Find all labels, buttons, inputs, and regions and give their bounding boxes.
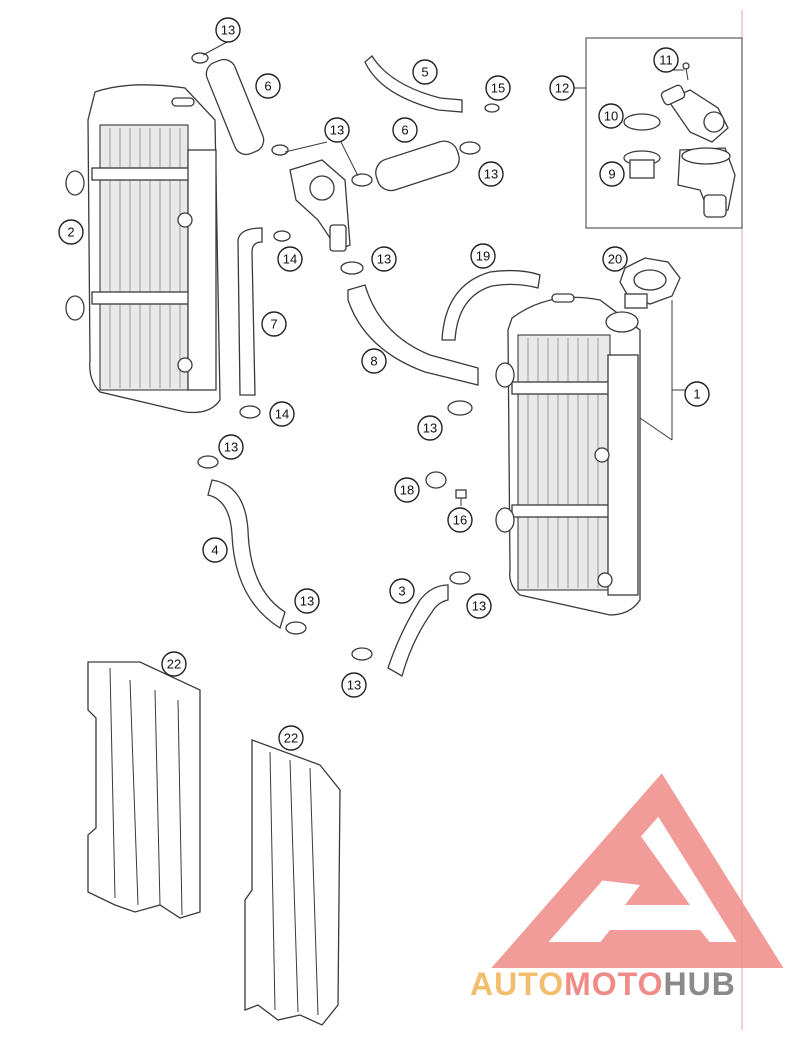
svg-text:18: 18 bbox=[400, 483, 414, 498]
hose-19 bbox=[441, 269, 541, 341]
callout-12: 12 bbox=[549, 75, 575, 101]
watermark-brand: AUTOMOTOHUB bbox=[470, 966, 736, 1003]
callout-2: 2 bbox=[58, 219, 84, 245]
callout-14-a: 14 bbox=[277, 246, 303, 272]
callout-4: 4 bbox=[202, 537, 228, 563]
guard-right bbox=[244, 739, 341, 1026]
o-ring bbox=[623, 113, 661, 131]
svg-text:15: 15 bbox=[491, 81, 505, 96]
screw-11 bbox=[682, 62, 690, 81]
svg-text:13: 13 bbox=[330, 123, 344, 138]
watermark-moto: MOTO bbox=[564, 966, 664, 1002]
callout-20: 20 bbox=[602, 246, 628, 272]
svg-text:2: 2 bbox=[67, 225, 74, 240]
hose-3 bbox=[387, 584, 449, 677]
svg-text:8: 8 bbox=[370, 354, 377, 369]
svg-text:9: 9 bbox=[608, 167, 615, 182]
thermostat-cover bbox=[660, 84, 729, 143]
svg-text:14: 14 bbox=[275, 407, 289, 422]
svg-text:13: 13 bbox=[377, 252, 391, 267]
svg-text:6: 6 bbox=[264, 79, 271, 94]
thermostat-housing-kit bbox=[677, 147, 736, 218]
callout-22-right: 22 bbox=[278, 725, 304, 751]
svg-text:14: 14 bbox=[283, 252, 297, 267]
thermostat-kit-box bbox=[585, 37, 743, 229]
radiator-right bbox=[495, 293, 641, 616]
svg-text:4: 4 bbox=[211, 543, 218, 558]
thermostat bbox=[623, 150, 661, 179]
callout-13-a: 13 bbox=[215, 17, 241, 43]
svg-text:13: 13 bbox=[224, 440, 238, 455]
svg-text:13: 13 bbox=[300, 594, 314, 609]
radiator-cap bbox=[619, 257, 681, 309]
watermark-logo bbox=[491, 773, 784, 968]
hose-clamps bbox=[191, 52, 500, 661]
hose-5 bbox=[364, 55, 463, 113]
svg-text:13: 13 bbox=[221, 23, 235, 38]
screw-16 bbox=[455, 489, 467, 506]
svg-text:10: 10 bbox=[604, 109, 618, 124]
svg-text:13: 13 bbox=[423, 421, 437, 436]
svg-text:16: 16 bbox=[453, 513, 467, 528]
svg-text:22: 22 bbox=[284, 731, 298, 746]
callout-13-g: 13 bbox=[294, 588, 320, 614]
callout-8: 8 bbox=[361, 348, 387, 374]
grommet bbox=[425, 471, 447, 489]
callout-13-b: 13 bbox=[324, 117, 350, 143]
hose-6-right bbox=[375, 140, 460, 192]
callout-6-top: 6 bbox=[255, 73, 281, 99]
svg-text:3: 3 bbox=[398, 584, 405, 599]
callout-13-d: 13 bbox=[371, 246, 397, 272]
svg-text:13: 13 bbox=[484, 167, 498, 182]
hose-6-top bbox=[205, 58, 265, 156]
callout-19: 19 bbox=[470, 243, 496, 269]
guard-left bbox=[87, 661, 201, 919]
watermark-hub: HUB bbox=[663, 966, 736, 1002]
callout-13-h: 13 bbox=[466, 593, 492, 619]
callout-14-b: 14 bbox=[269, 401, 295, 427]
callout-13-c: 13 bbox=[478, 161, 504, 187]
callout-13-i: 13 bbox=[341, 672, 367, 698]
callout-15: 15 bbox=[485, 75, 511, 101]
svg-text:13: 13 bbox=[347, 678, 361, 693]
callout-7: 7 bbox=[261, 311, 287, 337]
callout-22-left: 22 bbox=[161, 651, 187, 677]
callout-1: 1 bbox=[684, 381, 710, 407]
radiator-left bbox=[65, 84, 221, 414]
svg-text:11: 11 bbox=[659, 53, 673, 68]
callout-16: 16 bbox=[447, 507, 473, 533]
callout-13-e: 13 bbox=[218, 434, 244, 460]
svg-text:12: 12 bbox=[555, 81, 569, 96]
hose-8 bbox=[347, 284, 479, 386]
hose-4 bbox=[207, 479, 286, 629]
svg-text:19: 19 bbox=[476, 249, 490, 264]
callout-5: 5 bbox=[412, 59, 438, 85]
svg-text:1: 1 bbox=[693, 387, 700, 402]
callout-6-right: 6 bbox=[392, 117, 418, 143]
svg-text:5: 5 bbox=[421, 65, 428, 80]
callout-3: 3 bbox=[389, 578, 415, 604]
svg-text:13: 13 bbox=[472, 599, 486, 614]
watermark-auto: AUTO bbox=[470, 966, 565, 1002]
thermostat-housing bbox=[289, 159, 351, 252]
callout-9: 9 bbox=[599, 161, 625, 187]
callout-18: 18 bbox=[394, 477, 420, 503]
svg-text:6: 6 bbox=[401, 123, 408, 138]
leader-1 bbox=[639, 417, 673, 441]
svg-text:20: 20 bbox=[608, 252, 622, 267]
callout-10: 10 bbox=[598, 103, 624, 129]
svg-text:22: 22 bbox=[167, 657, 181, 672]
callout-13-f: 13 bbox=[417, 415, 443, 441]
svg-text:7: 7 bbox=[270, 317, 277, 332]
callout-11: 11 bbox=[653, 47, 679, 73]
hose-7 bbox=[237, 227, 263, 396]
